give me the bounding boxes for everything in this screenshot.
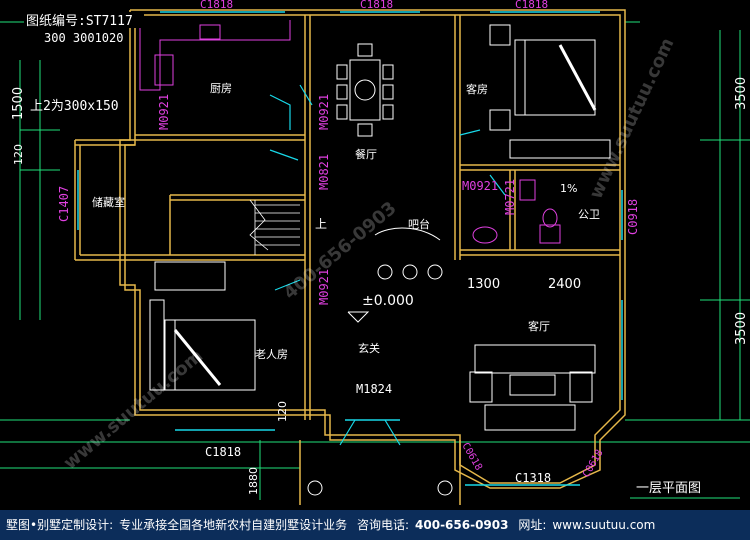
elevation-marker-icon bbox=[347, 311, 370, 323]
code-m0921-kitchen: M0921 bbox=[157, 94, 171, 130]
code-m0721: M0721 bbox=[503, 179, 517, 215]
code-m0921-dining: M0921 bbox=[317, 94, 331, 130]
sofa-set-icon bbox=[469, 344, 596, 431]
toilet-icon bbox=[519, 179, 561, 244]
room-stair-up: 上 bbox=[315, 217, 327, 231]
code-c0618-right: C0618 bbox=[581, 448, 606, 480]
plan-title: 一层平面图 bbox=[630, 481, 740, 499]
footer-phone-label: 咨询电话: bbox=[356, 518, 410, 532]
dim-left-1500: 1500 bbox=[11, 87, 26, 120]
room-foyer: 玄关 bbox=[358, 341, 380, 355]
top-dimensions: 300 3001020 bbox=[44, 31, 123, 45]
guest-bed-icon bbox=[489, 24, 611, 159]
room-bar: 吧台 bbox=[408, 217, 430, 231]
dim-1300: 1300 bbox=[467, 277, 500, 292]
footer-brand: 墅图•别墅定制设计: bbox=[6, 518, 114, 532]
room-living: 客厅 bbox=[528, 319, 550, 333]
elevation-label: ±0.000 bbox=[362, 293, 414, 309]
dim-1880: 1880 bbox=[247, 467, 260, 495]
walls bbox=[74, 9, 626, 505]
floor-area bbox=[130, 10, 625, 430]
washbasin-icon bbox=[472, 226, 498, 244]
drawing-header: 图纸编号:ST7117 300 3001020 上2为300x150 bbox=[24, 12, 144, 114]
bar-counter-icon bbox=[374, 227, 443, 280]
stairs bbox=[249, 199, 300, 255]
footer-service: 专业承接全国各地新农村自建别墅设计业务 bbox=[119, 518, 348, 532]
dim-left-120: 120 bbox=[12, 144, 25, 165]
footer-banner: 墅图•别墅定制设计: 专业承接全国各地新农村自建别墅设计业务 咨询电话: 400-6… bbox=[0, 510, 750, 540]
code-c1818-top-left: C1818 bbox=[200, 0, 233, 11]
dimension-values: 1500 120 3500 3500 1300 2400 120 1880 bbox=[11, 77, 749, 495]
code-c1407: C1407 bbox=[57, 186, 71, 222]
footer-phone: 400-656-0903 bbox=[415, 518, 509, 532]
dim-right-3500-top: 3500 bbox=[734, 77, 749, 110]
footer-site[interactable]: www.suutuu.com bbox=[552, 518, 656, 532]
code-c1818-bottom: C1818 bbox=[205, 445, 241, 459]
code-m0921-stair: M0921 bbox=[317, 269, 331, 305]
room-storage: 储藏室 bbox=[92, 195, 125, 209]
room-bath: 公卫 bbox=[578, 208, 600, 221]
code-c0918: C0918 bbox=[626, 199, 640, 235]
doors bbox=[269, 84, 506, 446]
code-m0921-bed: M0921 bbox=[462, 179, 498, 193]
beam-note: 上2为300x150 bbox=[30, 99, 119, 114]
room-elder-bed: 老人房 bbox=[255, 348, 288, 361]
dim-2400: 2400 bbox=[548, 277, 581, 292]
dining-table-icon bbox=[336, 43, 394, 137]
footer-site-label: 网址: bbox=[518, 518, 547, 532]
drawing-number: 图纸编号:ST7117 bbox=[26, 14, 133, 29]
dim-120: 120 bbox=[276, 401, 289, 422]
room-kitchen: 厨房 bbox=[210, 82, 232, 95]
elder-bed-icon bbox=[149, 261, 256, 391]
room-dining: 餐厅 bbox=[355, 147, 377, 161]
room-labels: 厨房 餐厅 客房 储藏室 上 吧台 公卫 老人房 玄关 客厅 bbox=[92, 82, 600, 361]
code-m0821: M0821 bbox=[317, 154, 331, 190]
plan-title-text: 一层平面图 bbox=[636, 481, 701, 496]
code-c1318: C1318 bbox=[515, 471, 551, 485]
slope-label: 1% bbox=[560, 182, 577, 195]
room-guest-bed: 客房 bbox=[466, 82, 488, 96]
code-c1818-top-mid: C1818 bbox=[360, 0, 393, 11]
foyer-planters-icon bbox=[307, 480, 453, 496]
dim-right-3500-bottom: 3500 bbox=[734, 312, 749, 345]
code-m1824: M1824 bbox=[356, 382, 392, 396]
windows bbox=[77, 11, 623, 486]
code-c0618-left: C0618 bbox=[459, 441, 484, 473]
code-c1818-top-right: C1818 bbox=[515, 0, 548, 11]
level-marks: ±0.000 1% bbox=[362, 182, 577, 309]
floor-plan-drawing: 400-656-0903 www.suutuu.com www.suutuu.c… bbox=[0, 0, 750, 505]
kitchen-counter-icon bbox=[139, 20, 291, 91]
